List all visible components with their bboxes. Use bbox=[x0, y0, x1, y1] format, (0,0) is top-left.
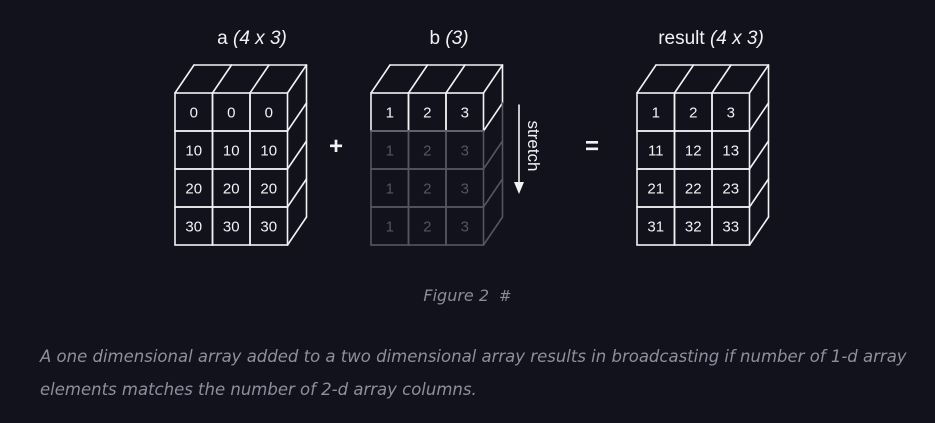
array-result-cell-value: 3 bbox=[727, 105, 735, 122]
array-result-cell-value: 1 bbox=[652, 105, 660, 122]
array-a-cell-value: 10 bbox=[185, 143, 202, 160]
array-result-shape: (4 x 3) bbox=[709, 28, 764, 49]
array-result-cell-value: 31 bbox=[647, 219, 664, 236]
stretch-label: stretch bbox=[524, 120, 543, 172]
array-b-top-edge-left bbox=[370, 64, 391, 94]
array-result-title: result (4 x 3) bbox=[658, 28, 764, 50]
array-b-cell-value: 1 bbox=[386, 105, 394, 122]
array-result-cell-value: 13 bbox=[722, 143, 739, 160]
array-b-top-divider bbox=[445, 64, 466, 94]
array-b-side-edge bbox=[482, 102, 504, 132]
array-b-cell-value: 1 bbox=[386, 219, 394, 236]
array-b-cell-value: 3 bbox=[461, 105, 469, 122]
array-a-side-edge bbox=[286, 178, 308, 208]
array-result-cell-value: 22 bbox=[685, 181, 702, 198]
figure-caption: Figure 2 # bbox=[0, 286, 935, 305]
array-result-cell-value: 32 bbox=[685, 219, 702, 236]
figure-anchor-link[interactable]: # bbox=[499, 287, 512, 305]
array-result-cell bbox=[711, 206, 751, 246]
array-b-cell-value: 2 bbox=[423, 181, 431, 198]
array-b-title: b (3) bbox=[429, 28, 468, 50]
array-a-top-divider bbox=[211, 64, 233, 94]
array-a-cell-value: 0 bbox=[227, 105, 235, 122]
array-b-cell-value: 1 bbox=[386, 181, 394, 198]
array-a-top-edge-right bbox=[286, 64, 308, 94]
array-b-name: b bbox=[429, 28, 441, 49]
array-a-shape: (4 x 3) bbox=[233, 28, 287, 49]
array-a-top-edge-left bbox=[174, 64, 195, 94]
array-b-cell-value: 3 bbox=[461, 143, 469, 160]
plus-operator: + bbox=[328, 133, 344, 160]
array-a-cell-value: 20 bbox=[223, 181, 240, 198]
array-a-title: a (4 x 3) bbox=[217, 28, 287, 50]
array-a-name: a bbox=[217, 28, 228, 49]
array-b-cell-value: 3 bbox=[461, 219, 469, 236]
array-result-side-edge bbox=[748, 178, 770, 208]
array-result-cell-value: 12 bbox=[685, 143, 702, 160]
array-b-cell-value: 2 bbox=[423, 219, 431, 236]
array-result-cell-value: 33 bbox=[722, 219, 739, 236]
array-result-side-edge bbox=[748, 102, 770, 132]
array-result-cell-value: 11 bbox=[648, 143, 664, 160]
array-a-cell-value: 0 bbox=[190, 105, 198, 122]
figure-description: A one dimensional array added to a two d… bbox=[40, 347, 907, 399]
array-result-top-edge-right bbox=[748, 64, 770, 94]
array-a-top-divider bbox=[249, 64, 270, 94]
array-b-top-edge-right bbox=[482, 64, 504, 94]
array-result-cell-value: 23 bbox=[722, 181, 739, 198]
stretch-arrow-head bbox=[514, 182, 524, 194]
array-b-shape: (3) bbox=[445, 28, 469, 49]
array-b-cell-value: 3 bbox=[461, 181, 469, 198]
array-result-cell-value: 21 bbox=[647, 181, 664, 198]
array-result-top-divider bbox=[673, 64, 695, 94]
array-result-top-divider bbox=[711, 64, 732, 94]
array-b-cell bbox=[445, 206, 485, 246]
array-b-side-edge bbox=[482, 178, 504, 208]
array-result-side-edge bbox=[748, 140, 770, 170]
array-a-cell-value: 10 bbox=[260, 143, 277, 160]
array-a-cell-value: 20 bbox=[185, 181, 202, 198]
array-a-side-edge bbox=[286, 102, 308, 132]
array-a-cell-value: 30 bbox=[260, 219, 277, 236]
array-a-cell-value: 30 bbox=[185, 219, 202, 236]
array-a-side-edge bbox=[286, 216, 308, 246]
array-b-cell-value: 2 bbox=[423, 143, 431, 160]
array-b-cell-value: 2 bbox=[423, 105, 431, 122]
array-a-cell-value: 0 bbox=[265, 105, 273, 122]
array-a-cell-value: 20 bbox=[260, 181, 277, 198]
array-b-top-divider bbox=[407, 64, 429, 94]
array-result-side-edge bbox=[748, 216, 770, 246]
array-a-side-edge bbox=[286, 140, 308, 170]
figure-caption-text: Figure 2 bbox=[423, 286, 490, 305]
array-a-cell-value: 30 bbox=[223, 219, 240, 236]
array-result-name: result bbox=[658, 28, 705, 49]
array-result-top-edge-left bbox=[636, 64, 657, 94]
array-b-side-edge bbox=[482, 216, 504, 246]
equals-operator: = bbox=[584, 133, 600, 160]
array-a-cell bbox=[249, 206, 289, 246]
array-b-cell-value: 1 bbox=[386, 143, 394, 160]
array-result-cell-value: 2 bbox=[689, 105, 697, 122]
array-a-cell-value: 10 bbox=[223, 143, 240, 160]
array-b-side-edge bbox=[482, 140, 504, 170]
